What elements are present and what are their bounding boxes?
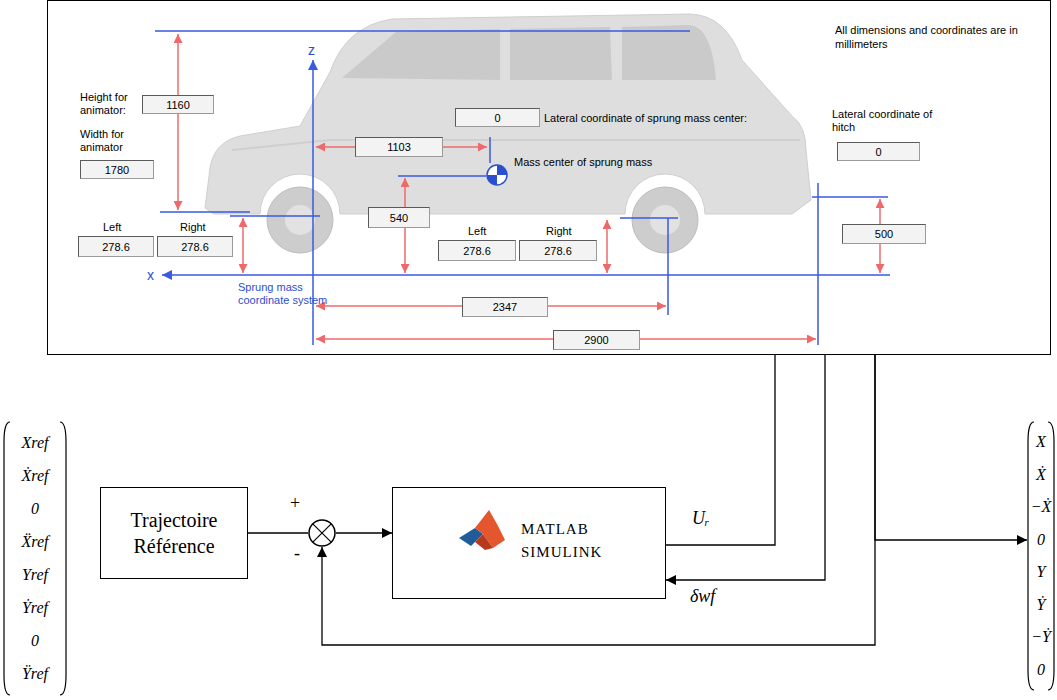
dimension-number: 0 xyxy=(875,146,881,158)
vector-entry: Ẋ xyxy=(1036,466,1046,484)
dimension-number: 2347 xyxy=(493,301,517,313)
signal-line xyxy=(666,355,775,545)
signal-line xyxy=(666,355,825,580)
dimension-number: 500 xyxy=(875,228,893,240)
vector-entry: 0 xyxy=(1037,661,1045,679)
signal-name: Uᵣ xyxy=(690,508,711,529)
side-label: Left xyxy=(103,221,143,234)
vector-entry: Xref xyxy=(22,434,49,452)
vector-entry: X xyxy=(1036,433,1046,451)
matlab-logo xyxy=(393,488,513,578)
side-label: Left xyxy=(468,225,508,238)
summing-junction: +- xyxy=(308,519,336,547)
field-label: Height for animator: xyxy=(80,91,142,117)
car-silhouette xyxy=(205,14,811,253)
vector-entry: −Ẋ xyxy=(1031,498,1052,516)
dimension-value: 278.6 xyxy=(157,236,233,257)
dimension-number: 0 xyxy=(494,112,500,124)
dimension-number: 1160 xyxy=(166,99,190,111)
field-label: Width for animator xyxy=(80,128,142,154)
dimension-value: 500 xyxy=(842,224,926,244)
dimension-value: 2347 xyxy=(462,297,548,317)
dimension-number: 540 xyxy=(390,212,408,224)
dimension-value: 0 xyxy=(837,142,920,161)
signal-line xyxy=(248,532,308,533)
sign-label: + xyxy=(288,493,302,514)
dimension-number: 1103 xyxy=(387,141,411,153)
node-text: MATLAB SIMULINK xyxy=(521,518,633,563)
dimension-lines xyxy=(155,31,890,345)
dimension-number: 278.6 xyxy=(544,245,572,257)
dimension-number: 278.6 xyxy=(181,241,209,253)
signal-line xyxy=(336,532,392,533)
mass-center-symbol xyxy=(487,165,507,185)
dimension-value: 540 xyxy=(368,207,430,228)
vector-entry: 0 xyxy=(31,632,39,650)
dimension-value: 1160 xyxy=(142,95,214,114)
dimension-value: 278.6 xyxy=(519,240,597,261)
vector-entry: Ÿref xyxy=(22,665,48,683)
signal-name: δwf xyxy=(688,586,717,607)
vector-entry: Yref xyxy=(22,566,48,584)
axis-label: x xyxy=(147,267,159,284)
field-label: Mass center of sprung mass xyxy=(514,156,694,169)
side-label: Right xyxy=(546,225,586,238)
dimension-number: 1780 xyxy=(105,164,129,176)
vehicle-panel: All dimensions and coordinates are in mi… xyxy=(47,0,1051,355)
field-label: Sprung mass coordinate system xyxy=(238,281,338,307)
dimension-value: 1780 xyxy=(80,160,154,179)
vector-entry: Y xyxy=(1037,563,1046,581)
axis-label: z xyxy=(308,42,322,59)
signal-line xyxy=(875,355,1027,540)
node-text: All dimensions and coordinates are in mi… xyxy=(835,24,1030,52)
field-label: Lateral coordinate of hitch xyxy=(832,108,952,134)
sign-label: - xyxy=(290,543,304,564)
dimension-value: 278.6 xyxy=(438,240,516,261)
process-box: Trajectoire Référence xyxy=(100,487,248,579)
vector-entry: 0 xyxy=(1037,531,1045,549)
simulink-block: MATLAB SIMULINK xyxy=(392,487,666,599)
vector-brackets xyxy=(1027,420,1055,692)
vector-entry: Ẋref xyxy=(22,467,49,485)
dimension-number: 278.6 xyxy=(102,241,130,253)
dimension-value: 0 xyxy=(455,108,540,127)
vector-brackets xyxy=(3,420,67,697)
node-text: Trajectoire Référence xyxy=(105,507,243,559)
dimension-value: 2900 xyxy=(553,330,640,350)
field-label: Lateral coordinate of sprung mass center… xyxy=(544,112,814,125)
dimension-value: 1103 xyxy=(355,137,443,157)
signal-line xyxy=(322,355,875,645)
dimension-number: 2900 xyxy=(584,334,608,346)
reference-vector: XrefẊref0ẌrefYrefẎref0Ÿref xyxy=(3,420,67,697)
vector-entry: 0 xyxy=(31,500,39,518)
vector-entry: Ẏ xyxy=(1037,596,1046,614)
vector-entry: Ẏref xyxy=(22,599,48,617)
vector-entry: −Ẏ xyxy=(1031,628,1051,646)
dimension-value: 278.6 xyxy=(78,236,154,257)
dimension-number: 278.6 xyxy=(463,245,491,257)
output-vector: XẊ−Ẋ0YẎ−Ẏ0 xyxy=(1027,420,1055,692)
side-label: Right xyxy=(180,221,220,234)
junction-outline xyxy=(308,519,336,547)
vector-entry: Ẍref xyxy=(22,533,49,551)
